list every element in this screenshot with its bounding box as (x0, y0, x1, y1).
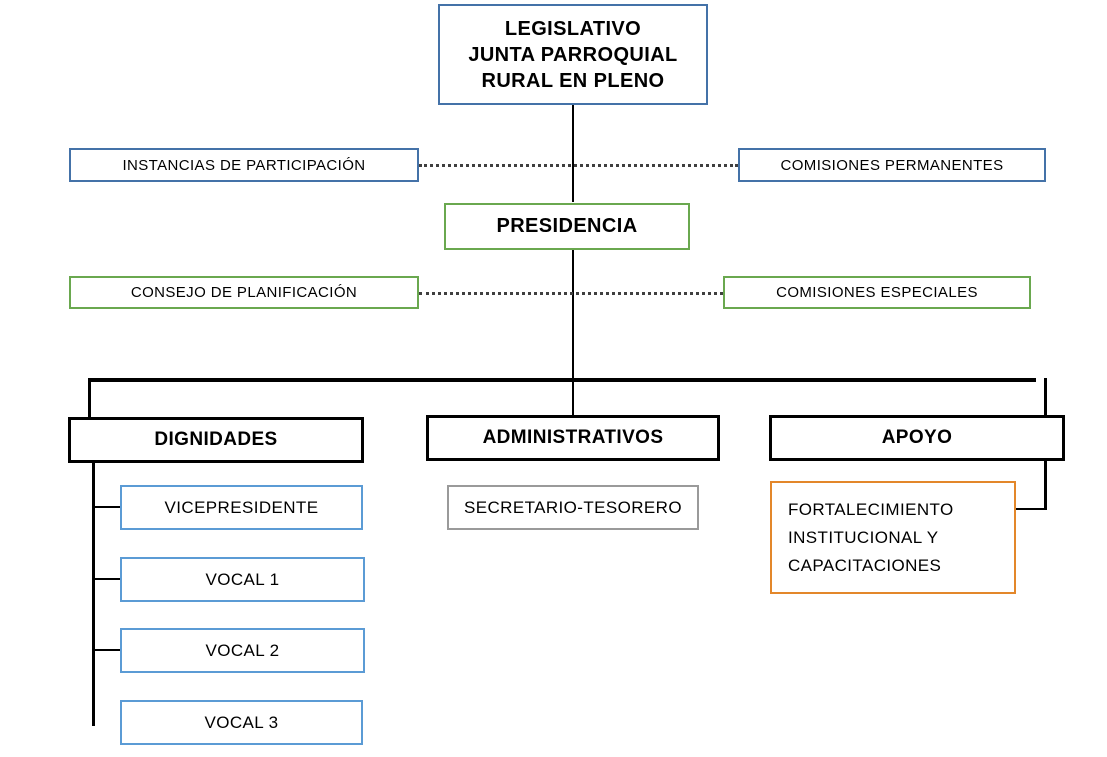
node-secretario-tesorero[interactable]: SECRETARIO-TESORERO (447, 485, 699, 530)
connector-dotted-consejo-especiales (419, 292, 723, 295)
node-vocal-2-label: VOCAL 2 (205, 640, 280, 660)
node-legislativo[interactable]: LEGISLATIVO JUNTA PARROQUIAL RURAL EN PL… (438, 4, 708, 105)
node-administrativos[interactable]: ADMINISTRATIVOS (426, 415, 720, 461)
node-administrativos-label: ADMINISTRATIVOS (482, 427, 664, 448)
node-comisiones-especiales[interactable]: COMISIONES ESPECIALES (723, 276, 1031, 309)
node-vicepresidente-label: VICEPRESIDENTE (164, 497, 319, 517)
node-dignidades[interactable]: DIGNIDADES (68, 417, 364, 463)
node-secretario-tesorero-label: SECRETARIO-TESORERO (464, 497, 682, 517)
node-comisiones-permanentes-label: COMISIONES PERMANENTES (780, 156, 1004, 174)
node-vocal-3-label: VOCAL 3 (204, 712, 279, 732)
connector-stub-vicepresidente (92, 506, 122, 508)
node-vocal-1-label: VOCAL 1 (205, 569, 280, 589)
node-vocal-1[interactable]: VOCAL 1 (120, 557, 365, 602)
connector-presidencia-bus (572, 250, 574, 381)
node-instancias-participacion-label: INSTANCIAS DE PARTICIPACIÓN (122, 156, 366, 174)
connector-bus-administrativos (572, 378, 574, 416)
connector-bus-dignidades (88, 378, 91, 418)
node-fortalecimiento-label: FORTALECIMIENTO INSTITUCIONAL Y CAPACITA… (788, 499, 954, 575)
node-dignidades-label: DIGNIDADES (154, 429, 278, 450)
node-apoyo-label: APOYO (881, 427, 953, 448)
connector-horizontal-bus (88, 378, 1036, 382)
node-vocal-3[interactable]: VOCAL 3 (120, 700, 363, 745)
connector-stub-vocal-1 (92, 578, 122, 580)
connector-legislativo-presidencia (572, 104, 574, 202)
node-legislativo-label: LEGISLATIVO JUNTA PARROQUIAL RURAL EN PL… (468, 17, 678, 92)
node-apoyo[interactable]: APOYO (769, 415, 1065, 461)
connector-apoyo-fortalecimiento (1016, 508, 1046, 510)
node-vicepresidente[interactable]: VICEPRESIDENTE (120, 485, 363, 530)
connector-dotted-participacion-comisiones (419, 164, 738, 167)
node-presidencia[interactable]: PRESIDENCIA (444, 203, 690, 250)
node-comisiones-permanentes[interactable]: COMISIONES PERMANENTES (738, 148, 1046, 182)
node-vocal-2[interactable]: VOCAL 2 (120, 628, 365, 673)
node-comisiones-especiales-label: COMISIONES ESPECIALES (776, 284, 978, 301)
node-fortalecimiento[interactable]: FORTALECIMIENTO INSTITUCIONAL Y CAPACITA… (770, 481, 1016, 594)
connector-stub-vocal-2 (92, 649, 122, 651)
node-instancias-participacion[interactable]: INSTANCIAS DE PARTICIPACIÓN (69, 148, 419, 182)
connector-dignidades-spine (92, 462, 95, 726)
node-consejo-planificacion[interactable]: CONSEJO DE PLANIFICACIÓN (69, 276, 419, 309)
node-presidencia-label: PRESIDENCIA (496, 215, 638, 237)
node-consejo-planificacion-label: CONSEJO DE PLANIFICACIÓN (130, 284, 358, 301)
